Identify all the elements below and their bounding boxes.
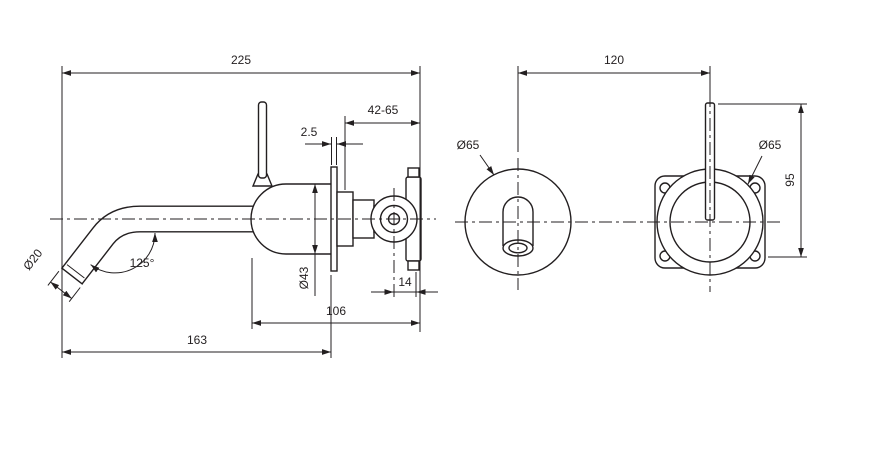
- dim-text-spout-reach: 163: [187, 333, 207, 347]
- dim-text-depth-range: 42-65: [368, 103, 399, 117]
- leader-mixer-flange: [747, 155, 763, 185]
- spout-front-profile: [502, 196, 534, 246]
- spout-tube-fill: [62, 206, 263, 284]
- ext-line-tip-b: [47, 270, 60, 286]
- dim-arc-125: [90, 232, 158, 274]
- ext-line-tip-a: [68, 287, 81, 303]
- spout-aerator-line: [66, 264, 85, 279]
- dim-text-handle-height: 95: [783, 173, 797, 187]
- dim-text-valve-offset: 14: [398, 275, 412, 289]
- side-view: [50, 101, 436, 300]
- dim-line-o20: [49, 281, 73, 299]
- dim-text-plate-thickness: 2.5: [301, 125, 318, 139]
- dim-text-rough-in-length: 106: [326, 304, 346, 318]
- front-view-dimensions: 120 Ø65 Ø65 95: [457, 53, 807, 258]
- spout-tip-face: [60, 267, 84, 285]
- dim-text-mixer-flange-diameter: Ø65: [759, 138, 782, 152]
- backplate-tab-top: [407, 167, 420, 178]
- dim-text-body-diameter: Ø43: [297, 266, 311, 289]
- dim-text-spout-diameter: Ø20: [20, 246, 45, 273]
- dim-text-center-distance: 120: [604, 53, 624, 67]
- dim-text-spout-flange-diameter: Ø65: [457, 138, 480, 152]
- spout-outlet-bore: [508, 242, 528, 254]
- side-view-dimensions: 225 42-65 2.5 Ø20 125° Ø43 14 106: [20, 53, 438, 358]
- leader-spout-flange: [479, 154, 495, 176]
- backplate-tab-bottom: [407, 260, 420, 271]
- front-view: [455, 94, 782, 292]
- handle-rod: [257, 101, 268, 179]
- dim-text-overall-length: 225: [231, 53, 251, 67]
- dim-text-spout-angle: 125°: [130, 256, 155, 270]
